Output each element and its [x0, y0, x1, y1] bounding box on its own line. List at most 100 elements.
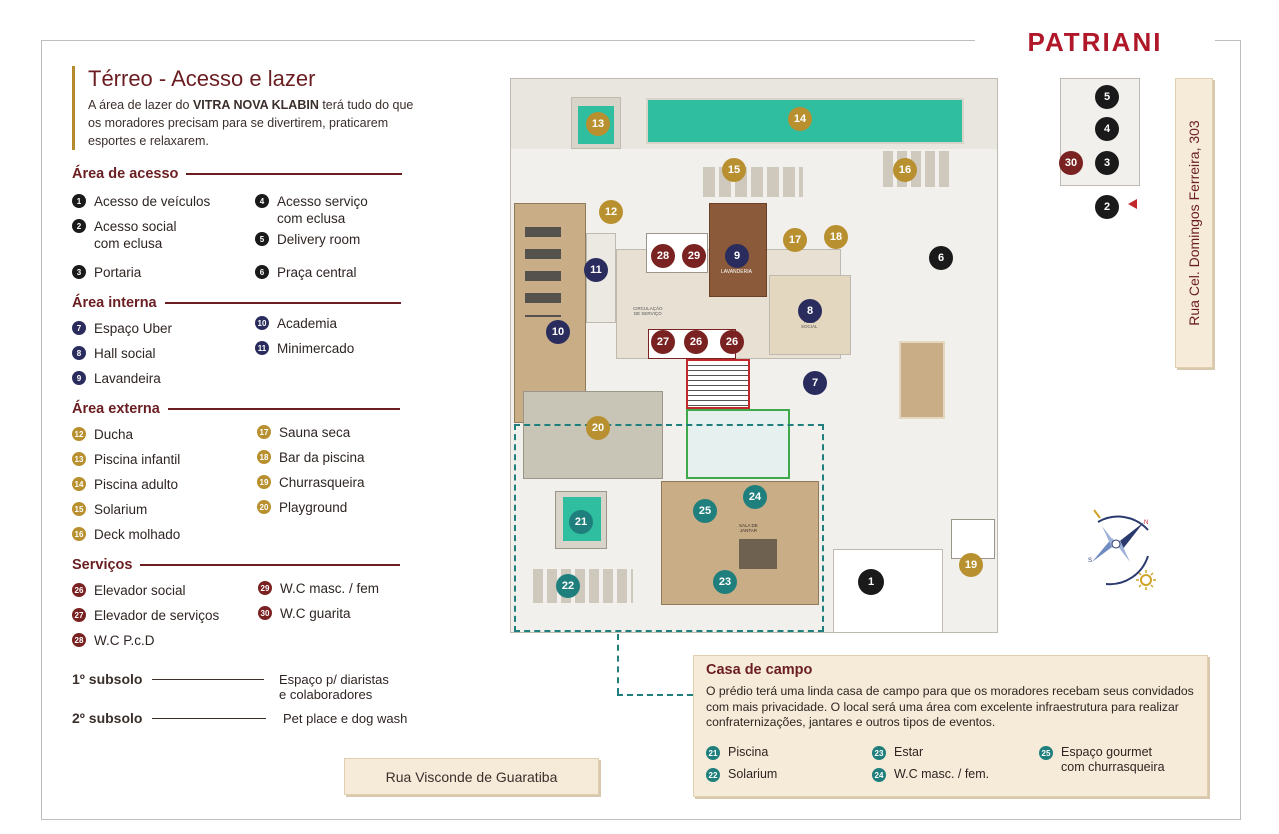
legend-label: Academia [277, 316, 338, 331]
street-name: Rua Visconde de Guaratiba [385, 768, 558, 785]
plan-bbq [951, 519, 995, 559]
plan-treadmills [525, 227, 561, 317]
compass-arc-tip [1093, 509, 1101, 519]
casa-de-campo-box: Casa de campo O prédio terá uma linda ca… [693, 655, 1208, 797]
legend-label: Portaria [94, 265, 142, 280]
marker-10: 10 [546, 320, 570, 344]
section-title: Área de acesso [72, 166, 179, 182]
legend-item: 3 Portaria [72, 264, 141, 281]
marker-27: 27 [651, 330, 675, 354]
section-rule [186, 173, 403, 175]
legend-label: Playground [279, 500, 348, 515]
legend-label: Acesso social com eclusa [94, 219, 177, 251]
number-badge: 12 [72, 427, 86, 441]
legend-label: Praça central [277, 265, 357, 280]
compass-s: S [1088, 558, 1092, 564]
intro-after: terá tudo do que os moradores precisam p… [88, 98, 414, 148]
section-heading-acesso: Área de acesso [72, 166, 403, 182]
marker-7: 7 [803, 371, 827, 395]
marker-3: 3 [1095, 151, 1119, 175]
marker-29: 29 [682, 244, 706, 268]
legend-label: Elevador de serviços [94, 608, 220, 623]
plan-wc-casa [686, 409, 790, 479]
casa-item-label: Solarium [728, 767, 778, 781]
number-badge: 19 [257, 475, 271, 489]
casa-item: 21 Piscina [706, 745, 768, 760]
marker-16: 16 [893, 158, 917, 182]
marker-20: 20 [586, 416, 610, 440]
marker-2: 2 [1095, 195, 1119, 219]
intro-highlight: VITRA NOVA KLABIN [192, 98, 319, 112]
legend-label: W.C P.c.D [94, 633, 155, 648]
legend-label: Elevador social [94, 583, 186, 598]
marker-28: 28 [651, 244, 675, 268]
plan-casa-solarium [533, 569, 633, 603]
number-badge: 29 [258, 581, 272, 595]
number-badge: 25 [1039, 746, 1053, 760]
marker-8: 8 [798, 299, 822, 323]
subsolo-label: 2º subsolo [72, 710, 143, 726]
number-badge: 1 [72, 194, 86, 208]
section-heading-externa: Área externa [72, 401, 400, 417]
number-badge: 17 [257, 425, 271, 439]
legend-item: 28 W.C P.c.D [72, 632, 155, 649]
compass-arc-bottom [1105, 555, 1149, 586]
street-label-bottom: Rua Visconde de Guaratiba [344, 758, 599, 795]
legend-label: Deck molhado [94, 527, 181, 542]
section-rule [164, 302, 401, 304]
number-badge: 9 [72, 371, 86, 385]
compass-needle-south [1092, 538, 1116, 562]
marker-22: 22 [556, 574, 580, 598]
number-badge: 14 [72, 477, 86, 491]
intro-before: A área de lazer do [88, 98, 193, 112]
number-badge: 13 [72, 452, 86, 466]
subsolo-desc: Pet place e dog wash [283, 711, 408, 726]
number-badge: 21 [706, 746, 720, 760]
marker-15: 15 [722, 158, 746, 182]
marker-5: 5 [1095, 85, 1119, 109]
marker-14: 14 [788, 107, 812, 131]
plan-sala-label: SALA DE JANTAR [739, 523, 758, 533]
legend-label: Delivery room [277, 232, 361, 247]
number-badge: 23 [872, 746, 886, 760]
legend-item: 5 Delivery room [255, 231, 360, 248]
street-label-right: Rua Cel. Domingos Ferreira, 303 [1175, 78, 1213, 368]
marker-21: 21 [569, 510, 593, 534]
compass-arc [1097, 515, 1149, 531]
plan-stairs [686, 359, 750, 409]
legend-label: W.C masc. / fem [280, 581, 380, 596]
marker-18: 18 [824, 225, 848, 249]
marker-11: 11 [584, 258, 608, 282]
casa-title: Casa de campo [706, 662, 813, 678]
casa-item-label: Piscina [728, 745, 769, 759]
subsolo-row-1: 1º subsolo [72, 671, 274, 687]
casa-text: O prédio terá uma linda casa de campo pa… [706, 684, 1194, 729]
number-badge: 18 [257, 450, 271, 464]
marker-26a: 26 [684, 330, 708, 354]
plan-sofa [739, 539, 777, 569]
compass-rose-icon: N S [1088, 509, 1156, 590]
number-badge: 28 [72, 633, 86, 647]
marker-17: 17 [783, 228, 807, 252]
legend-label: Minimercado [277, 341, 355, 356]
number-badge: 3 [72, 265, 86, 279]
subsolo-row-2: 2º subsolo [72, 710, 276, 726]
number-badge: 5 [255, 232, 269, 246]
legend-label: W.C guarita [280, 606, 351, 621]
compass-needle-north [1116, 522, 1144, 550]
legend-label: Piscina adulto [94, 477, 179, 492]
